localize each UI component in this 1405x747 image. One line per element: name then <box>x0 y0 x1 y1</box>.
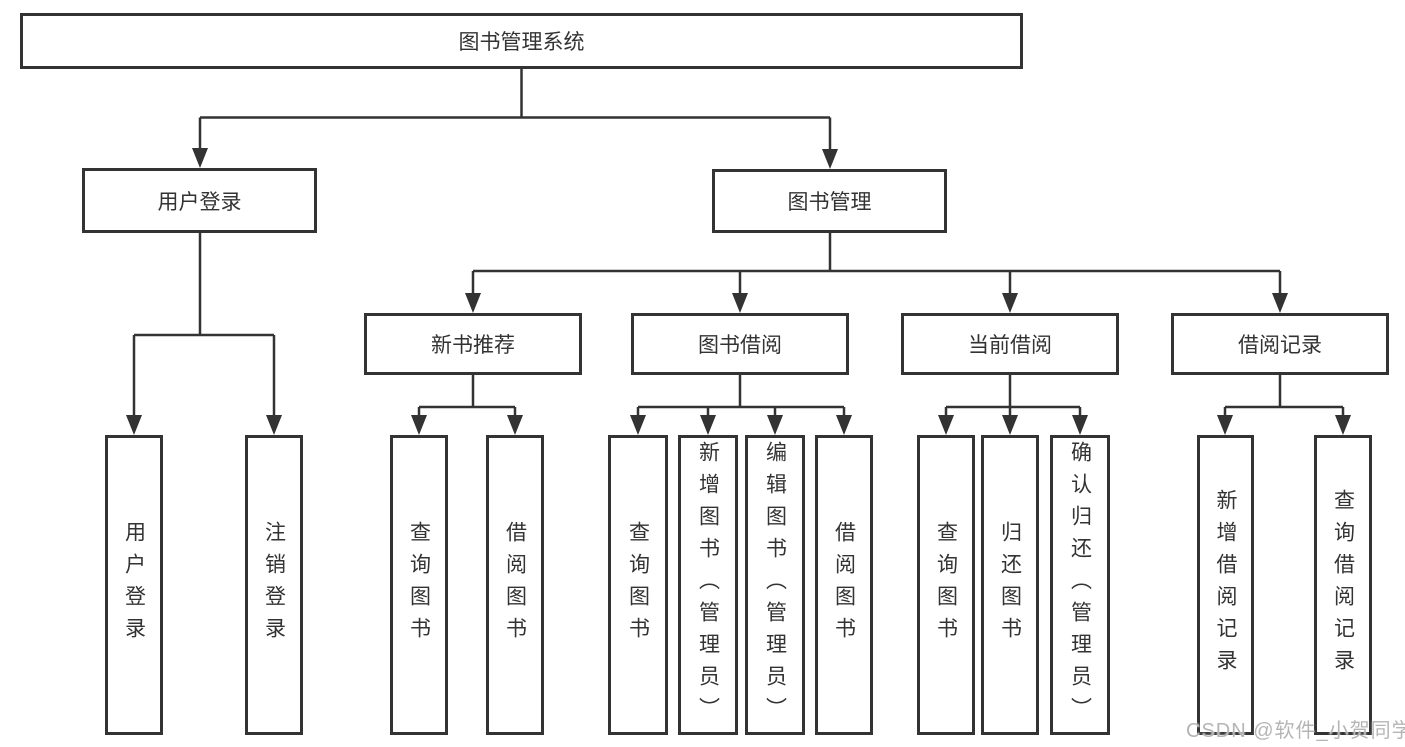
leaf-edit-book-admin: 编辑图书（管理员） <box>745 435 805 735</box>
node-current-borrow: 当前借阅 <box>901 313 1119 375</box>
leaf-query-books-2: 查询图书 <box>608 435 668 735</box>
leaf-add-borrow-record: 新增借阅记录 <box>1197 435 1254 735</box>
leaf-query-borrow-record-label: 查询借阅记录 <box>1331 489 1355 681</box>
node-user-login: 用户登录 <box>82 168 317 233</box>
leaf-user-login-label: 用户登录 <box>122 521 146 649</box>
leaf-confirm-return-admin-label: 确认归还（管理员） <box>1068 441 1092 729</box>
leaf-add-book-admin: 新增图书（管理员） <box>678 435 738 735</box>
leaf-logout: 注销登录 <box>245 435 303 735</box>
node-root-label: 图书管理系统 <box>458 31 585 54</box>
node-book-borrow-label: 图书借阅 <box>698 334 782 357</box>
leaf-logout-label: 注销登录 <box>262 521 286 649</box>
leaf-borrow-books-2: 借阅图书 <box>815 435 873 735</box>
leaf-query-books-1: 查询图书 <box>390 435 448 735</box>
node-borrow-record: 借阅记录 <box>1171 313 1389 375</box>
node-new-book-recommend-label: 新书推荐 <box>431 334 515 357</box>
leaf-confirm-return-admin: 确认归还（管理员） <box>1050 435 1110 735</box>
leaf-query-books-3-label: 查询图书 <box>934 521 958 649</box>
node-book-management: 图书管理 <box>712 169 947 233</box>
leaf-add-borrow-record-label: 新增借阅记录 <box>1214 489 1237 681</box>
node-borrow-record-label: 借阅记录 <box>1238 334 1322 357</box>
csdn-watermark: CSDN @软件_小贺同学 <box>1186 720 1405 742</box>
node-current-borrow-label: 当前借阅 <box>968 334 1052 357</box>
leaf-user-login: 用户登录 <box>105 435 163 735</box>
node-user-login-label: 用户登录 <box>157 190 242 214</box>
leaf-query-books-2-label: 查询图书 <box>626 521 650 649</box>
leaf-edit-book-admin-label: 编辑图书（管理员） <box>763 441 787 729</box>
leaf-return-book: 归还图书 <box>981 435 1039 735</box>
leaf-query-books-1-label: 查询图书 <box>407 521 431 649</box>
node-new-book-recommend: 新书推荐 <box>364 313 582 375</box>
node-root: 图书管理系统 <box>20 13 1023 69</box>
leaf-return-book-label: 归还图书 <box>998 521 1022 649</box>
leaf-query-borrow-record: 查询借阅记录 <box>1314 435 1372 735</box>
node-book-borrow: 图书借阅 <box>631 313 849 375</box>
node-book-management-label: 图书管理 <box>787 191 872 214</box>
leaf-query-books-3: 查询图书 <box>917 435 975 735</box>
leaf-borrow-books-1-label: 借阅图书 <box>503 521 527 649</box>
leaf-borrow-books-2-label: 借阅图书 <box>832 521 856 649</box>
leaf-add-book-admin-label: 新增图书（管理员） <box>696 441 720 729</box>
arrowheads <box>126 148 1351 435</box>
leaf-borrow-books-1: 借阅图书 <box>486 435 544 735</box>
